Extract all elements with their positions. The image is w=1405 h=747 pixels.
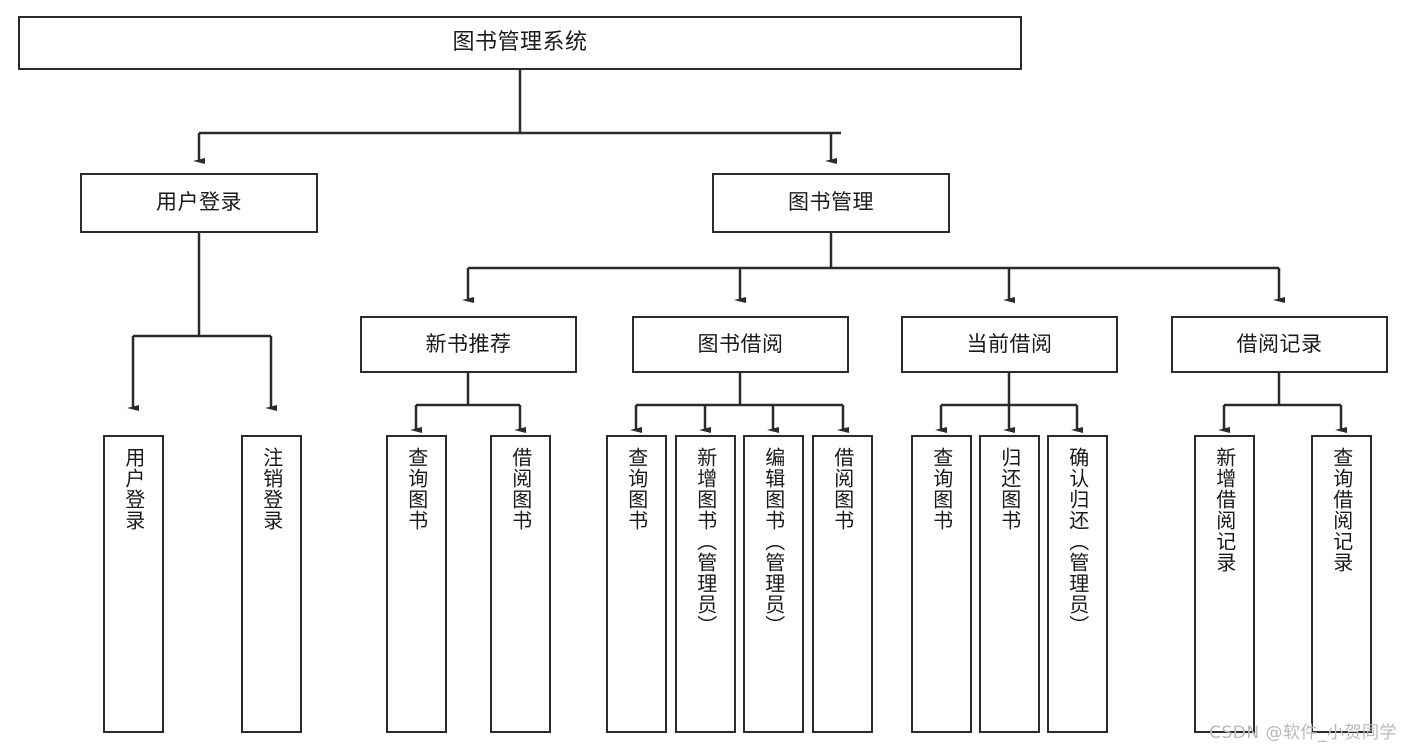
leaf-confirm-return-admin[interactable]: 确认归还（管理员） xyxy=(1047,435,1108,733)
node-label: 图书管理系统 xyxy=(452,29,588,55)
node-label: 查询图书 xyxy=(929,447,954,531)
leaf-new-book-query-book[interactable]: 查询图书 xyxy=(386,435,447,733)
node-label: 借阅图书 xyxy=(508,447,533,531)
node-label: 图书管理 xyxy=(788,190,874,215)
node-book-management[interactable]: 图书管理 xyxy=(712,173,950,233)
leaf-logout[interactable]: 注销登录 xyxy=(241,435,302,733)
node-label: 查询图书 xyxy=(624,447,649,531)
leaf-current-query-book[interactable]: 查询图书 xyxy=(911,435,972,733)
leaf-edit-book-admin[interactable]: 编辑图书（管理员） xyxy=(743,435,804,733)
leaf-add-book-admin[interactable]: 新增图书（管理员） xyxy=(675,435,736,733)
node-new-book-recommend[interactable]: 新书推荐 xyxy=(360,316,577,373)
node-label: 查询图书 xyxy=(404,447,429,531)
node-label: 用户登录 xyxy=(121,447,146,531)
leaf-query-borrow-record[interactable]: 查询借阅记录 xyxy=(1311,435,1372,733)
leaf-new-book-borrow-book[interactable]: 借阅图书 xyxy=(490,435,551,733)
leaf-add-borrow-record[interactable]: 新增借阅记录 xyxy=(1194,435,1255,733)
node-label: 确认归还（管理员） xyxy=(1065,447,1090,636)
node-label: 查询借阅记录 xyxy=(1329,447,1354,573)
leaf-return-book[interactable]: 归还图书 xyxy=(979,435,1040,733)
node-label: 图书借阅 xyxy=(697,331,784,356)
node-label: 注销登录 xyxy=(259,447,284,531)
node-label: 用户登录 xyxy=(156,190,242,215)
node-current-borrow[interactable]: 当前借阅 xyxy=(901,316,1118,373)
node-label: 借阅图书 xyxy=(830,447,855,531)
leaf-borrow-book[interactable]: 借阅图书 xyxy=(812,435,873,733)
node-label: 新增借阅记录 xyxy=(1212,447,1237,573)
node-book-management-system[interactable]: 图书管理系统 xyxy=(18,16,1022,70)
node-label: 归还图书 xyxy=(997,447,1022,531)
node-label: 新增图书（管理员） xyxy=(693,447,718,636)
leaf-borrow-query-book[interactable]: 查询图书 xyxy=(606,435,667,733)
node-label: 借阅记录 xyxy=(1236,331,1323,356)
leaf-user-login[interactable]: 用户登录 xyxy=(103,435,164,733)
node-label: 编辑图书（管理员） xyxy=(761,447,786,636)
node-book-borrow[interactable]: 图书借阅 xyxy=(632,316,849,373)
node-label: 当前借阅 xyxy=(966,331,1053,356)
node-user-login[interactable]: 用户登录 xyxy=(80,173,318,233)
node-borrow-record[interactable]: 借阅记录 xyxy=(1171,316,1388,373)
node-label: 新书推荐 xyxy=(425,331,512,356)
